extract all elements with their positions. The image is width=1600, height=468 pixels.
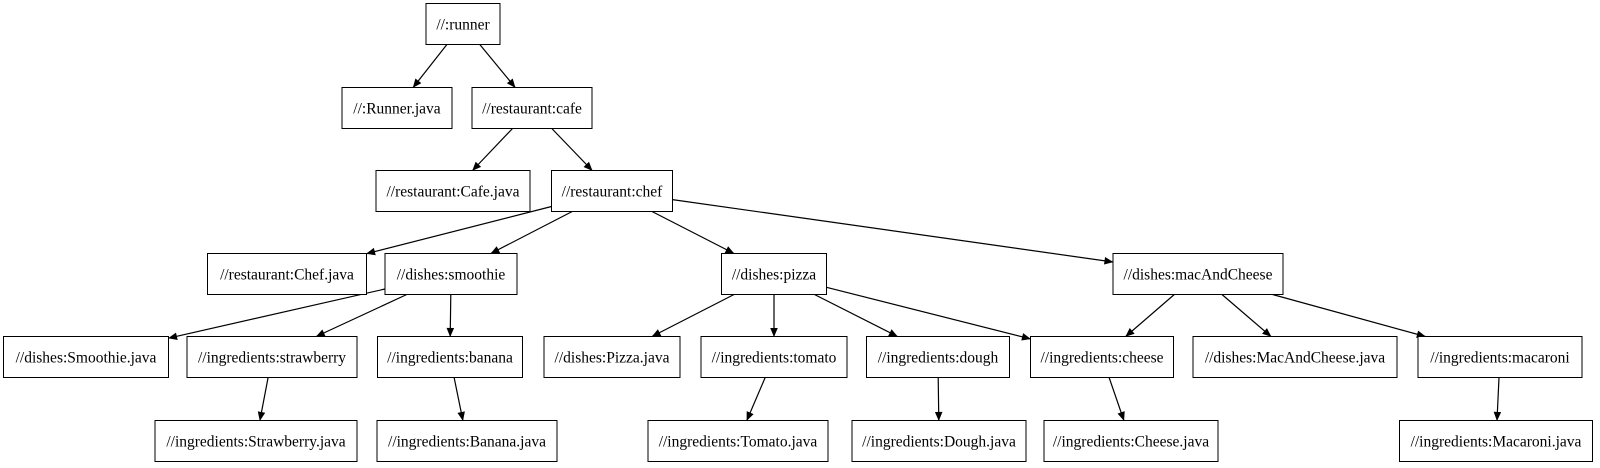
node-box-pizza-java (543, 336, 681, 378)
node-box-cafe (471, 87, 593, 129)
edge-cafe-to-chef (551, 128, 593, 171)
edge-smoothie-to-banana (446, 294, 455, 337)
graph-node-dough: //ingredients:dough (866, 336, 1010, 378)
edge-macaroni-to-macaroni-java (1493, 377, 1502, 421)
graph-node-tomato: //ingredients:tomato (700, 336, 848, 378)
node-box-mac-and-cheese (1112, 253, 1284, 295)
node-label-runner: //:runner (436, 17, 490, 34)
node-box-macaroni (1417, 336, 1583, 378)
graph-node-strawberry: //ingredients:strawberry (186, 336, 358, 378)
node-label-macaroni-java: //ingredients:Macaroni.java (1411, 434, 1582, 451)
graph-node-mac-and-cheese-java: //dishes:MacAndCheese.java (1192, 336, 1398, 378)
nodes-layer: //:runner //:Runner.java //restaurant:cafe… (3, 3, 1593, 462)
edge-chef-to-smoothie (490, 210, 573, 255)
graph-node-pizza-java: //dishes:Pizza.java (543, 336, 681, 378)
node-label-runner-java: //:Runner.java (353, 101, 441, 118)
graph-node-smoothie-java: //dishes:Smoothie.java (3, 336, 169, 378)
graph-node-banana-java: //ingredients:Banana.java (376, 420, 558, 462)
edge-banana-to-banana-java (453, 377, 465, 421)
node-box-cafe-java (375, 170, 531, 212)
edge-pizza-to-dough (814, 293, 898, 338)
node-label-pizza-java: //dishes:Pizza.java (555, 350, 670, 367)
edge-pizza-to-pizza-java (651, 293, 735, 338)
node-label-strawberry-java: //ingredients:Strawberry.java (166, 434, 345, 451)
graph-node-chef-java: //restaurant:Chef.java (207, 253, 367, 295)
node-box-banana (377, 336, 523, 378)
edge-cheese-to-cheese-java (1108, 377, 1125, 421)
node-box-tomato (700, 336, 848, 378)
graph-node-chef: //restaurant:chef (551, 170, 673, 212)
node-box-macaroni-java (1399, 420, 1593, 462)
node-box-mac-and-cheese-java (1192, 336, 1398, 378)
node-label-banana-java: //ingredients:Banana.java (388, 434, 546, 451)
graph-node-runner-java: //:Runner.java (341, 87, 453, 129)
edge-mac-and-cheese-to-macaroni (1272, 293, 1426, 338)
node-box-strawberry (186, 336, 358, 378)
edge-strawberry-to-strawberry-java (257, 377, 269, 421)
graph-node-macaroni-java: //ingredients:Macaroni.java (1399, 420, 1593, 462)
node-label-smoothie: //dishes:smoothie (397, 267, 506, 284)
graph-node-runner: //:runner (425, 3, 501, 45)
node-label-cheese: //ingredients:cheese (1040, 350, 1163, 367)
graph-node-pizza: //dishes:pizza (721, 253, 827, 295)
node-box-runner (425, 3, 501, 45)
edge-chef-to-mac-and-cheese (672, 199, 1114, 265)
node-box-dough (866, 336, 1010, 378)
edge-dough-to-dough-java (934, 377, 943, 421)
node-label-banana: //ingredients:banana (387, 350, 513, 367)
node-box-chef-java (207, 253, 367, 295)
edge-mac-and-cheese-to-cheese (1125, 294, 1175, 337)
node-label-mac-and-cheese-java: //dishes:MacAndCheese.java (1205, 350, 1385, 367)
edge-smoothie-to-strawberry (315, 293, 408, 338)
node-label-mac-and-cheese: //dishes:macAndCheese (1124, 267, 1273, 284)
edge-smoothie-to-smoothie-java (168, 288, 386, 340)
node-box-chef (551, 170, 673, 212)
edge-chef-to-chef-java (366, 205, 552, 256)
node-label-cheese-java: //ingredients:Cheese.java (1053, 434, 1209, 451)
node-box-runner-java (341, 87, 453, 129)
node-box-dough-java (851, 420, 1027, 462)
node-box-cheese (1030, 336, 1174, 378)
node-label-tomato-java: //ingredients:Tomato.java (659, 434, 818, 451)
node-box-smoothie-java (3, 336, 169, 378)
node-label-strawberry: //ingredients:strawberry (198, 350, 346, 367)
node-label-chef-java: //restaurant:Chef.java (220, 267, 354, 284)
node-label-chef: //restaurant:chef (562, 184, 664, 201)
graph-node-strawberry-java: //ingredients:Strawberry.java (154, 420, 358, 462)
node-label-cafe: //restaurant:cafe (482, 101, 582, 118)
node-label-macaroni: //ingredients:macaroni (1430, 350, 1570, 367)
graph-node-macaroni: //ingredients:macaroni (1417, 336, 1583, 378)
edge-cafe-to-cafe-java (472, 128, 513, 171)
edge-mac-and-cheese-to-mac-and-cheese-java (1221, 294, 1272, 337)
graph-node-smoothie: //dishes:smoothie (384, 253, 518, 295)
graph-node-cafe-java: //restaurant:Cafe.java (375, 170, 531, 212)
edge-runner-to-runner-java (412, 44, 448, 88)
edge-pizza-to-cheese (826, 286, 1031, 341)
node-label-pizza: //dishes:pizza (732, 267, 816, 284)
edge-chef-to-pizza (651, 210, 735, 255)
node-box-cheese-java (1043, 420, 1219, 462)
graph-node-banana: //ingredients:banana (377, 336, 523, 378)
node-box-pizza (721, 253, 827, 295)
node-label-dough: //ingredients:dough (878, 350, 999, 367)
node-label-dough-java: //ingredients:Dough.java (862, 434, 1016, 451)
edge-runner-to-cafe (479, 44, 516, 88)
node-label-tomato: //ingredients:tomato (712, 350, 837, 367)
node-box-banana-java (376, 420, 558, 462)
graph-node-cheese: //ingredients:cheese (1030, 336, 1174, 378)
node-box-tomato-java (647, 420, 829, 462)
graph-node-cheese-java: //ingredients:Cheese.java (1043, 420, 1219, 462)
node-box-smoothie (384, 253, 518, 295)
edge-tomato-to-tomato-java (746, 377, 766, 421)
edges-layer (168, 44, 1502, 421)
graph-node-dough-java: //ingredients:Dough.java (851, 420, 1027, 462)
graph-node-cafe: //restaurant:cafe (471, 87, 593, 129)
node-box-strawberry-java (154, 420, 358, 462)
graph-node-tomato-java: //ingredients:Tomato.java (647, 420, 829, 462)
node-label-cafe-java: //restaurant:Cafe.java (387, 184, 520, 201)
node-label-smoothie-java: //dishes:Smoothie.java (16, 350, 157, 367)
graph-node-mac-and-cheese: //dishes:macAndCheese (1112, 253, 1284, 295)
